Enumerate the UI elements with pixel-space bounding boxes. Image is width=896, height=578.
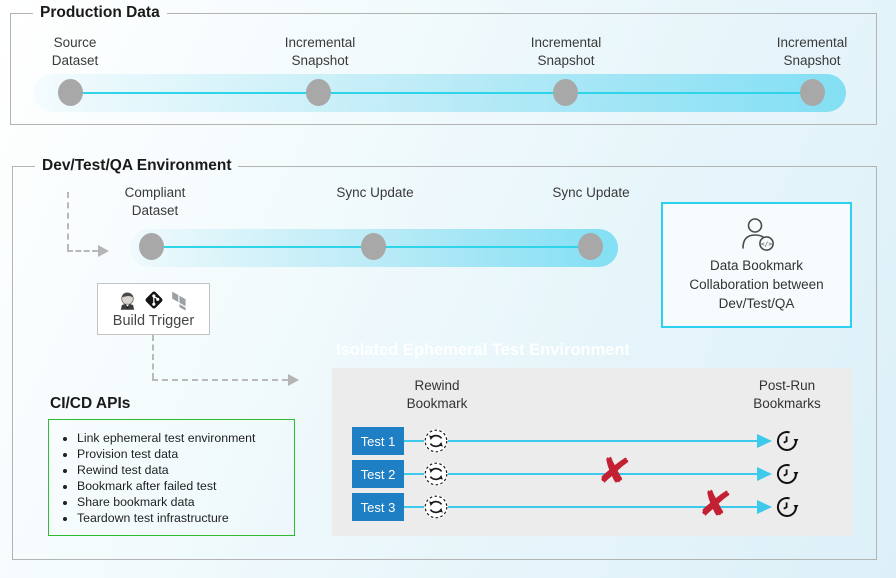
watermark-text: Isolated Ephemeral Test Environment	[336, 341, 631, 359]
postrun-bookmark-icon	[775, 462, 799, 486]
rewind-bookmark-icon	[423, 428, 449, 454]
timeline-dot	[578, 233, 603, 260]
collaboration-text: Data Bookmark Collaboration between Dev/…	[689, 258, 824, 311]
timeline-dot	[139, 233, 164, 260]
list-item: Bookmark after failed test	[77, 478, 290, 494]
failed-test-x-icon: ✘	[594, 446, 634, 496]
test1-timeline	[404, 440, 757, 442]
cicd-apis-title: CI/CD APIs	[50, 395, 131, 412]
test2-timeline	[404, 473, 757, 475]
git-icon	[143, 289, 165, 311]
test2-arrowhead-icon	[757, 467, 772, 481]
build-trigger-label: Build Trigger	[112, 313, 195, 329]
station-label-compliant-dataset: Compliant Dataset	[124, 185, 186, 218]
station-label-source-dataset: Source Dataset	[51, 35, 99, 68]
timeline-dot	[306, 79, 331, 106]
test1-button: Test 1	[352, 427, 404, 455]
timeline-dot	[800, 79, 825, 106]
user-code-icon: </>	[735, 216, 779, 253]
postrun-bookmarks-header: Post-Run Bookmarks	[753, 378, 821, 411]
timeline-dot	[58, 79, 83, 106]
test3-button: Test 3	[352, 493, 404, 521]
station-label-sync-update-1: Sync Update	[336, 185, 414, 200]
entry-dashed-line-vertical	[67, 192, 69, 250]
failed-test-x-icon: ✘	[695, 479, 735, 529]
postrun-bookmark-icon	[775, 495, 799, 519]
test3-timeline	[404, 506, 757, 508]
station-label-incremental-snapshot-2: Incremental Snapshot	[530, 35, 602, 68]
station-label-incremental-snapshot-3: Incremental Snapshot	[776, 35, 848, 68]
rewind-bookmark-icon	[423, 494, 449, 520]
build-trigger-box: Build Trigger	[97, 283, 210, 335]
build-arrowhead-icon	[288, 374, 299, 386]
production-timeline-line	[71, 92, 813, 94]
rewind-bookmark-icon	[423, 461, 449, 487]
list-item: Rewind test data	[77, 462, 290, 478]
timeline-dot	[553, 79, 578, 106]
build-dashed-line-vertical	[152, 335, 154, 379]
cicd-apis-list: Link ephemeral test environment Provisio…	[49, 420, 294, 526]
station-label-incremental-snapshot-1: Incremental Snapshot	[284, 35, 356, 68]
data-bookmark-collaboration-box: </> Data Bookmark Collaboration between …	[661, 202, 852, 328]
list-item: Share bookmark data	[77, 494, 290, 510]
entry-arrowhead-icon	[98, 245, 109, 257]
terraform-icon	[170, 290, 191, 311]
dev-test-qa-title: Dev/Test/QA Environment	[42, 157, 232, 174]
svg-text:</>: </>	[760, 241, 771, 248]
test1-arrowhead-icon	[757, 434, 772, 448]
list-item: Teardown test infrastructure	[77, 510, 290, 526]
cicd-apis-box: Link ephemeral test environment Provisio…	[48, 419, 295, 536]
list-item: Link ephemeral test environment	[77, 430, 290, 446]
dev-test-qa-box: Dev/Test/QA Environment	[12, 157, 877, 560]
timeline-dot	[361, 233, 386, 260]
entry-dashed-line-horizontal	[67, 250, 98, 252]
postrun-bookmark-icon	[775, 429, 799, 453]
list-item: Provision test data	[77, 446, 290, 462]
build-trigger-icons	[117, 289, 191, 311]
rewind-bookmark-header: Rewind Bookmark	[406, 378, 468, 411]
test2-button: Test 2	[352, 460, 404, 488]
build-dashed-line-horizontal	[152, 379, 288, 381]
production-data-box: Production Data	[10, 4, 877, 125]
jenkins-icon	[117, 290, 138, 311]
station-label-sync-update-2: Sync Update	[552, 185, 630, 200]
production-data-title: Production Data	[40, 4, 160, 21]
test3-arrowhead-icon	[757, 500, 772, 514]
